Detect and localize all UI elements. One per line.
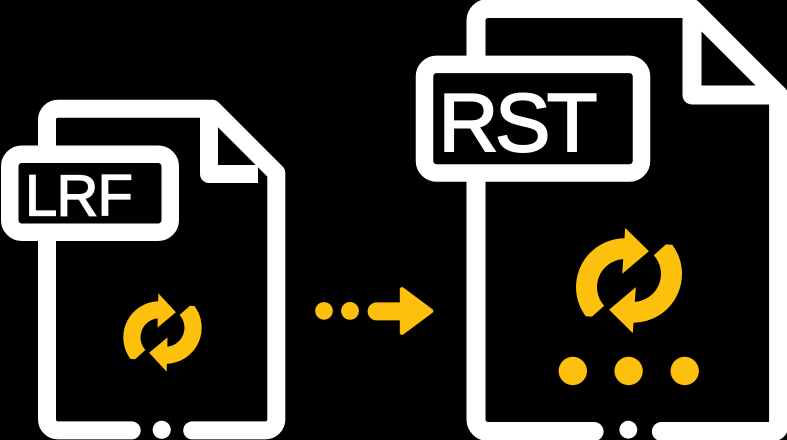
- svg-text:LRF: LRF: [25, 164, 132, 229]
- svg-text:RST: RST: [439, 76, 596, 169]
